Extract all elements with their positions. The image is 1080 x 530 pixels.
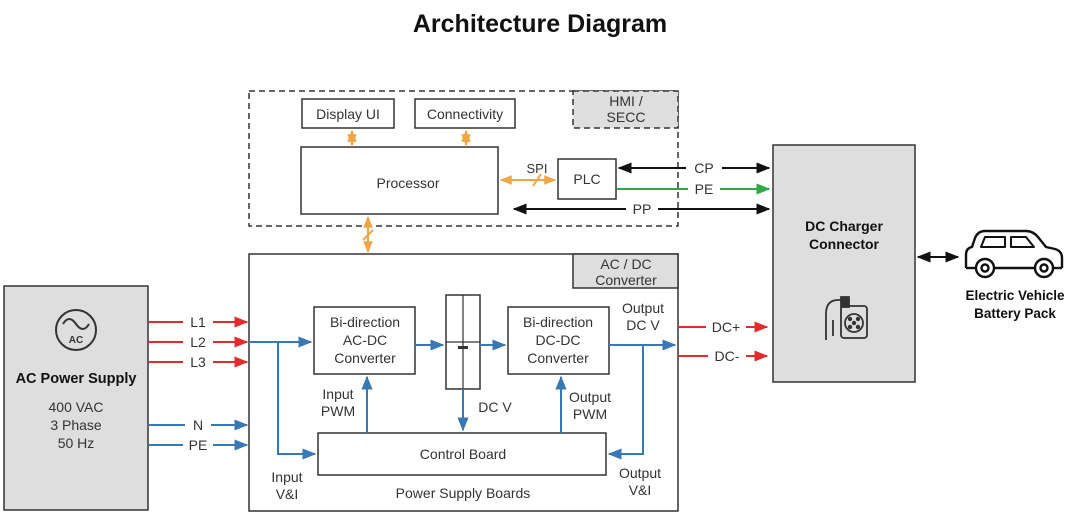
display-ui-block (301, 98, 395, 129)
l3-label-bg (183, 353, 213, 371)
processor-block (300, 146, 499, 215)
dcv-label: DC V (478, 399, 512, 415)
bi-dcdc-block (507, 306, 610, 375)
spi-slash (532, 173, 542, 187)
cp-label: CP (694, 160, 713, 176)
pe-green-label: PE (695, 181, 714, 197)
pe-blue-label: PE (189, 437, 208, 453)
control-board-block (317, 432, 607, 476)
car-icon (964, 229, 1064, 279)
input-vi-line1: Input (271, 469, 302, 485)
dc-plus-label: DC+ (712, 319, 740, 335)
processor-label: Processor (376, 175, 439, 191)
bi-acdc-block (313, 306, 416, 375)
power-supply-boards-label: Power Supply Boards (396, 485, 531, 501)
dc-charger-line2: Connector (809, 236, 880, 252)
ev-line1: Electric Vehicle (965, 288, 1065, 303)
output-pwm-line1: Output (569, 389, 611, 405)
n-label-bg (185, 416, 211, 434)
hmi-label-line1: HMI / (609, 93, 643, 109)
display-ui-label: Display UI (316, 106, 380, 122)
cp-label-bg (686, 158, 722, 176)
n-label: N (193, 417, 203, 433)
ac-power-supply-block (3, 285, 149, 511)
acdc-label-line1: AC / DC (600, 256, 651, 272)
pp-label: PP (633, 201, 652, 217)
processor-acdc-slash (362, 229, 374, 241)
plc-label: PLC (573, 171, 600, 187)
dc-plus-label-bg (706, 318, 746, 336)
output-vi-flow (607, 345, 644, 460)
pe-green-label-bg (688, 180, 720, 198)
output-pwm-line2: PWM (573, 406, 607, 422)
dc-minus-label: DC- (715, 348, 740, 364)
ac-spec-voltage: 400 VAC (49, 399, 104, 415)
output-vi-line1: Output (619, 465, 661, 481)
charging-plug-icon (825, 296, 868, 340)
pp-label-bg (626, 200, 658, 218)
output-dcv-line1: Output (622, 300, 664, 316)
acdc-label-line2: Converter (595, 272, 657, 288)
hmi-secc-region (248, 90, 679, 227)
bi-acdc-line1: Bi-direction (330, 314, 400, 330)
dc-minus-label-bg (708, 347, 746, 365)
connectivity-label: Connectivity (427, 106, 503, 122)
l2-label-bg (183, 333, 213, 351)
ac-spec-frequency: 50 Hz (58, 435, 95, 451)
bi-dcdc-line3: Converter (527, 350, 589, 366)
bi-dcdc-line2: DC-DC (535, 332, 580, 348)
dc-charger-block (772, 144, 916, 383)
bi-acdc-line2: AC-DC (343, 332, 387, 348)
ac-power-supply-title: AC Power Supply (16, 371, 137, 387)
output-vi-line2: V&I (629, 482, 652, 498)
ac-source-icon: AC (55, 309, 97, 351)
connectivity-block (414, 98, 516, 129)
l1-label-bg (183, 313, 213, 331)
l1-label: L1 (190, 314, 206, 330)
diagram-title: Architecture Diagram (413, 10, 667, 38)
control-board-label: Control Board (420, 446, 506, 462)
input-pwm-line2: PWM (321, 403, 355, 419)
output-dcv-line2: DC V (626, 317, 660, 333)
dc-charger-line1: DC Charger (805, 218, 883, 234)
input-pwm-line1: Input (322, 386, 353, 402)
pe-blue-label-bg (183, 436, 213, 454)
input-vi-line2: V&I (276, 486, 299, 502)
plc-block (557, 158, 617, 200)
l2-label: L2 (190, 334, 206, 350)
hmi-label-line2: SECC (607, 109, 646, 125)
dc-link-handle (458, 346, 468, 349)
ac-icon-label: AC (69, 335, 83, 346)
input-vi-flow (277, 342, 317, 460)
bi-dcdc-line1: Bi-direction (523, 314, 593, 330)
acdc-label-box (572, 253, 679, 289)
bi-acdc-line3: Converter (334, 350, 396, 366)
ev-line2: Battery Pack (974, 306, 1056, 321)
l3-label: L3 (190, 354, 206, 370)
spi-label: SPI (527, 161, 548, 176)
hmi-secc-label-box (572, 90, 679, 129)
ac-spec-phase: 3 Phase (50, 417, 102, 433)
